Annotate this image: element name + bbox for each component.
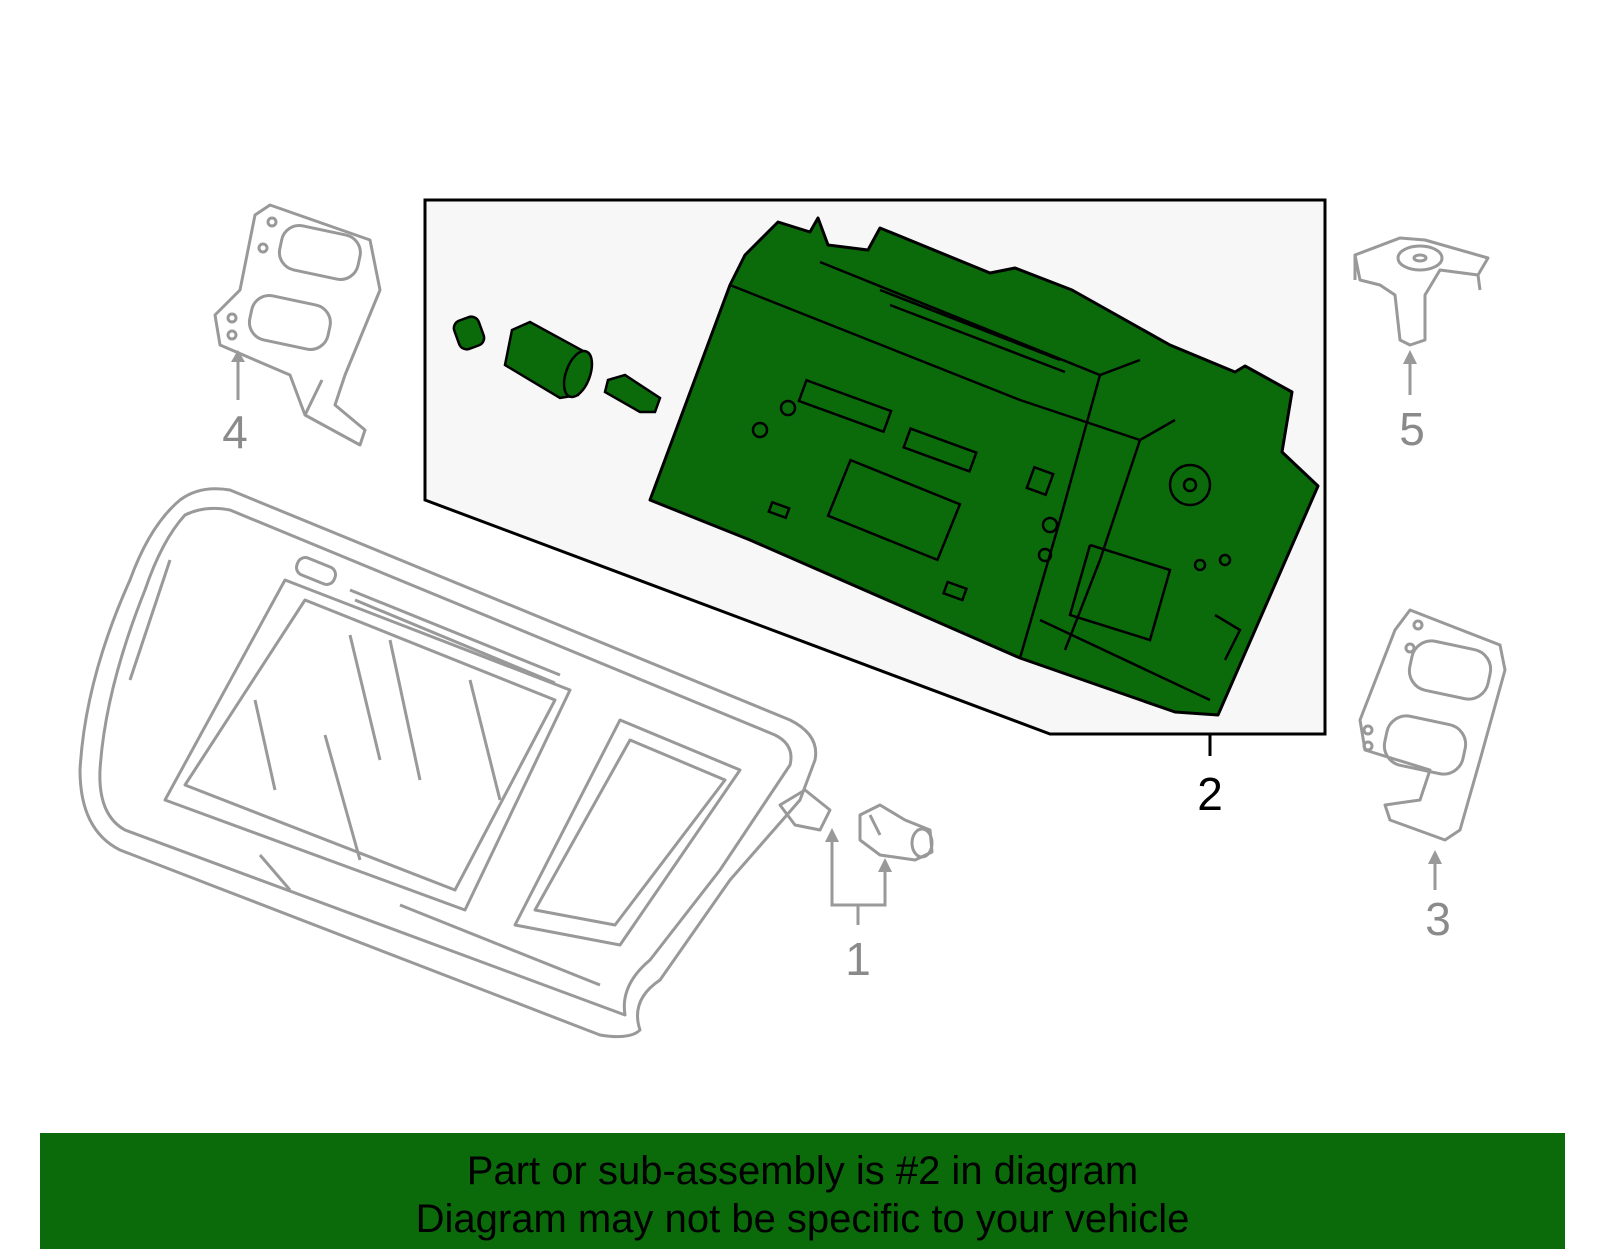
part-4-arrowhead	[231, 350, 245, 362]
part-3-bracket[interactable]	[1358, 608, 1507, 842]
part-1-arrowhead-right	[878, 858, 892, 872]
part-2-connectors[interactable]	[452, 314, 662, 414]
callout-2: 2	[1197, 768, 1223, 820]
callout-3: 3	[1425, 893, 1451, 945]
part-5-arrowhead	[1403, 350, 1417, 364]
callout-1: 1	[845, 933, 871, 985]
banner-line-2: Diagram may not be specific to your vehi…	[415, 1197, 1190, 1241]
part-4-bracket[interactable]	[213, 203, 382, 447]
part-1-arrowhead-left	[825, 828, 839, 842]
callout-5: 5	[1399, 403, 1425, 455]
info-banner: Part or sub-assembly is #2 in diagram Di…	[40, 1133, 1565, 1249]
console-bezel	[78, 487, 818, 1039]
part-1-arrows	[830, 840, 887, 907]
part-5-bracket[interactable]	[1353, 236, 1490, 347]
part-2-head-unit[interactable]	[648, 216, 1320, 717]
banner-line-1: Part or sub-assembly is #2 in diagram	[466, 1149, 1139, 1193]
part-1-clips[interactable]	[778, 788, 934, 862]
part-3-arrowhead	[1428, 850, 1442, 864]
callout-4: 4	[222, 406, 248, 458]
